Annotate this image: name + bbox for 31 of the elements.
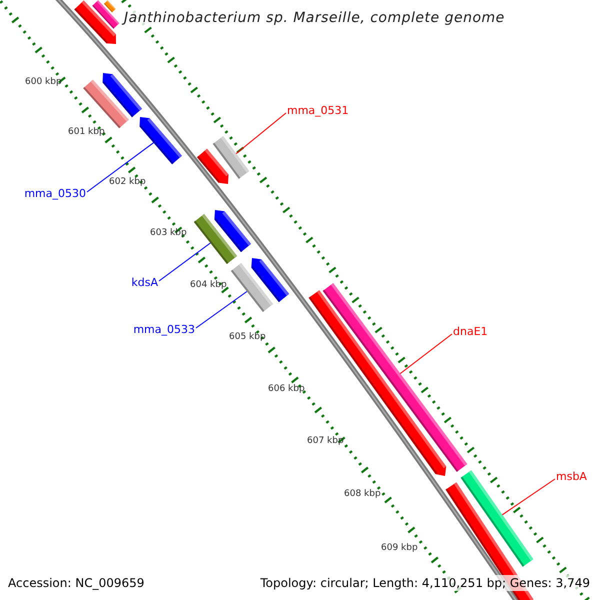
leader-line (502, 478, 556, 516)
gene-label: mma_0530 (24, 188, 86, 199)
position-label: 604 kbp (190, 281, 227, 290)
leader-line (236, 112, 286, 154)
gene-label: kdsA (131, 277, 158, 288)
gene-label: mma_0533 (133, 324, 195, 335)
footer-text: Accession: NC_009659 (8, 575, 144, 591)
gene-feature (140, 117, 182, 164)
leader-line (196, 291, 248, 328)
leader-line (86, 142, 154, 192)
position-label: 608 kbp (344, 490, 381, 499)
position-label: 605 kbp (229, 333, 266, 342)
position-label: 607 kbp (307, 437, 344, 446)
position-label: 606 kbp (268, 385, 305, 394)
title: Janthinobacterium sp. Marseille, complete genome (122, 10, 507, 26)
gene-feature (74, 0, 116, 44)
gene-feature (230, 263, 274, 312)
position-label: 601 kbp (68, 128, 105, 137)
gene-label: msbA (556, 471, 587, 482)
position-label: 600 kbp (25, 78, 62, 87)
footer-text: Topology: circular; Length: 4,110,251 bp; Genes: 3,749 (260, 575, 590, 591)
gene-feature (197, 148, 228, 184)
gene-label: mma_0531 (287, 105, 349, 116)
gene-feature (308, 290, 446, 476)
leader-line (158, 242, 211, 282)
position-label: 602 kbp (109, 178, 146, 187)
gene-feature (83, 80, 129, 128)
position-label: 609 kbp (381, 544, 418, 553)
gene-feature (194, 214, 238, 264)
leader-line (400, 334, 452, 374)
gene-label: dnaE1 (453, 326, 488, 337)
